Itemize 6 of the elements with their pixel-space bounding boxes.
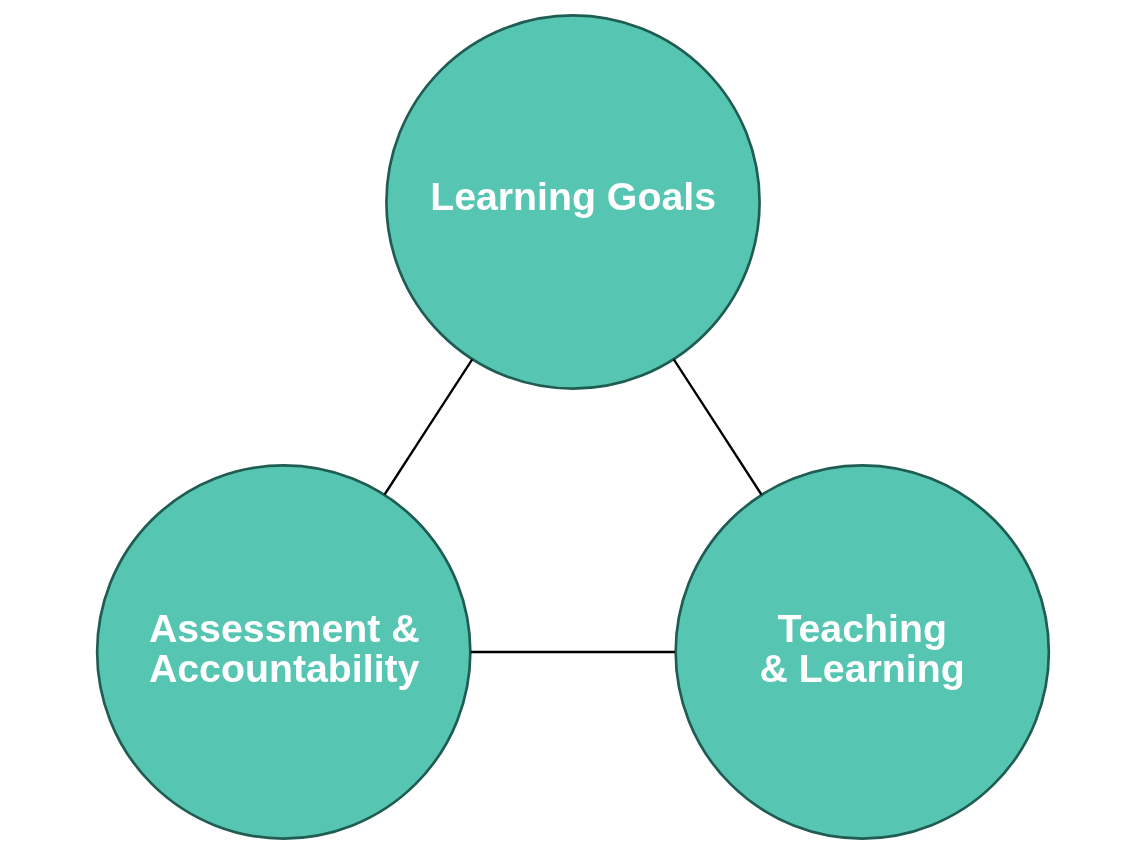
connector	[672, 358, 762, 496]
node-circle: Learning Goals	[384, 14, 761, 390]
node-circle: Assessment & Accountability	[95, 464, 472, 840]
node-circle: Teaching & Learning	[673, 464, 1050, 840]
connector	[383, 358, 473, 496]
connector	[470, 650, 675, 654]
